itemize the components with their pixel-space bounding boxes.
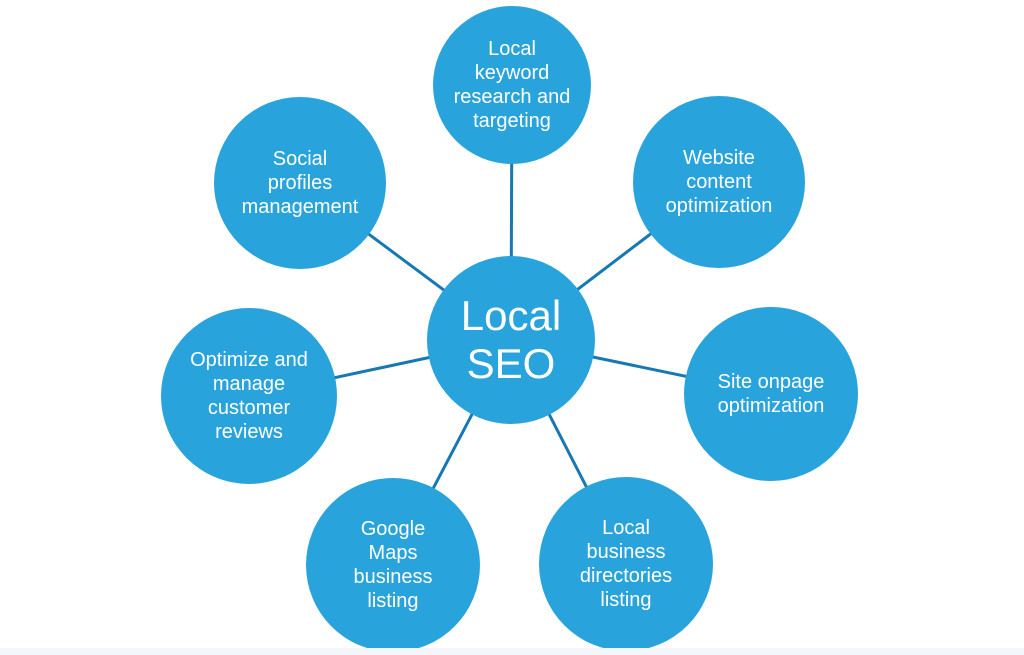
footer-strip [0, 648, 1024, 655]
node-label: Social profiles management [241, 148, 359, 218]
node-local-keyword-research: Local keyword research and targeting [433, 6, 591, 164]
node-label: Website content optimization [665, 147, 773, 217]
node-social-profiles-management: Social profiles management [214, 97, 386, 269]
node-label: Site onpage optimization [717, 371, 825, 417]
node-label: Local business directories listing [579, 517, 673, 611]
node-customer-reviews: Optimize and manage customer reviews [161, 308, 337, 484]
diagram-title: Local SEO [460, 291, 562, 387]
node-site-onpage-optimization: Site onpage optimization [684, 307, 858, 481]
node-website-content-optimization: Website content optimization [633, 96, 805, 268]
node-local-business-directories: Local business directories listing [539, 477, 713, 651]
node-label: Local keyword research and targeting [453, 38, 571, 132]
node-label: Optimize and manage customer reviews [190, 349, 308, 443]
node-google-maps-business-listing: Google Maps business listing [306, 478, 480, 652]
node-local-seo-center: Local SEO [427, 256, 595, 424]
node-label: Google Maps business listing [353, 518, 433, 612]
